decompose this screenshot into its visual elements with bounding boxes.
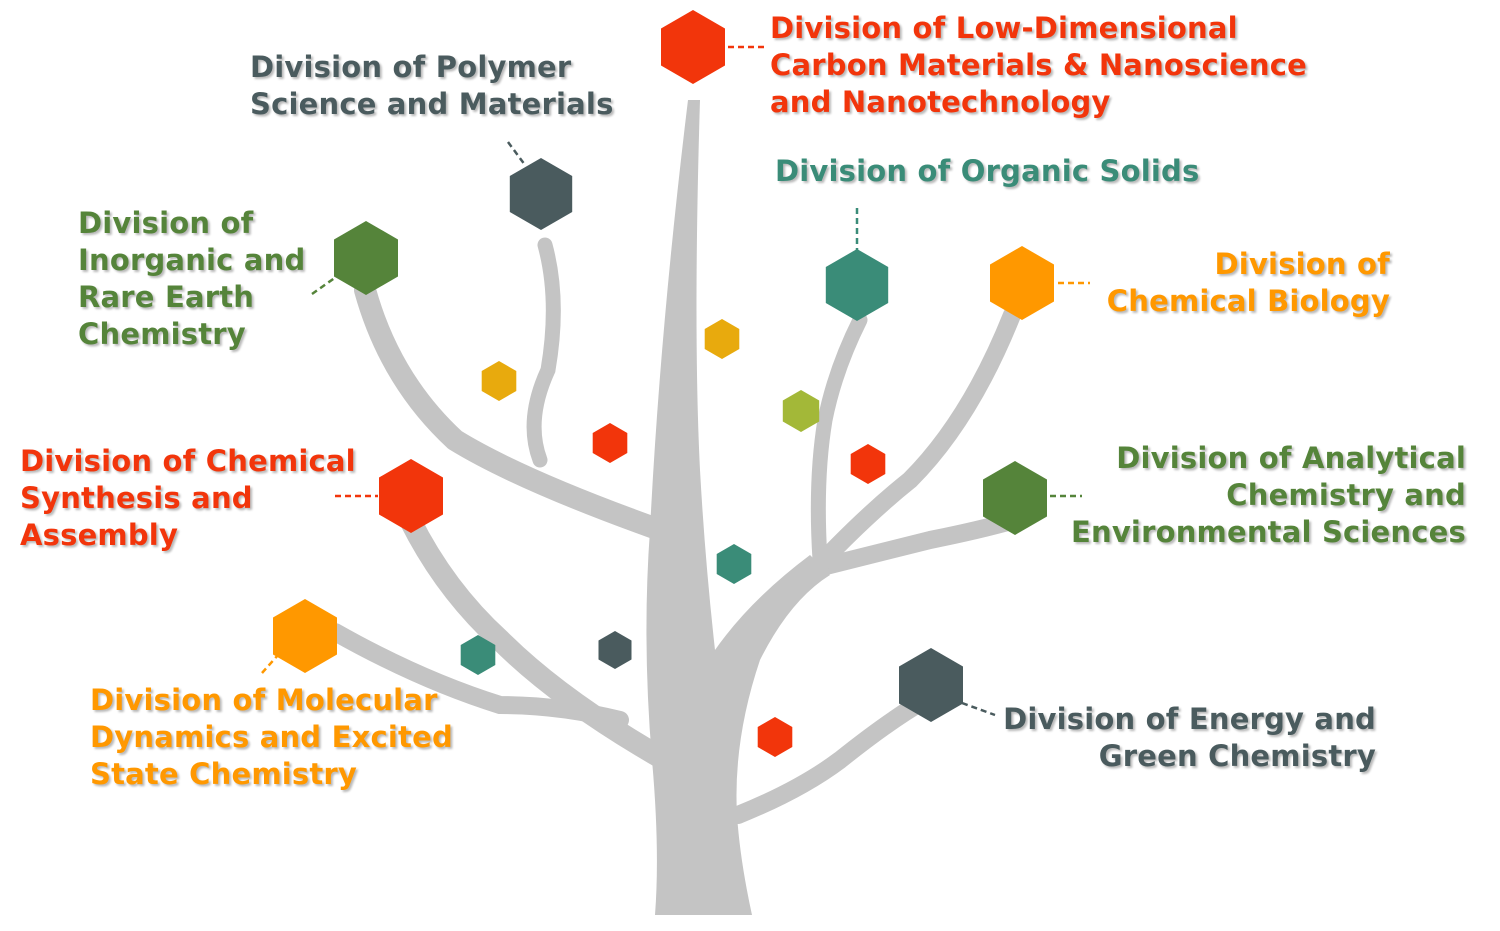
label-line: Division of Analytical (1116, 441, 1466, 475)
leader-polymer (506, 141, 527, 166)
label-line: Division of Chemical (20, 444, 356, 478)
hex-small-yellow-1 (704, 319, 740, 359)
label-chemical-synthesis: Division of Chemical Synthesis and Assem… (20, 443, 356, 554)
hex-small-red-3 (757, 717, 793, 757)
branch-molecular (326, 623, 629, 729)
label-analytical-chemistry: Division of Analytical Chemistry and Env… (1071, 440, 1466, 551)
hex-synthesis (379, 459, 443, 533)
leader-molecular (261, 654, 279, 674)
label-line: Division of Molecular (90, 683, 438, 717)
label-line: Carbon Materials & Nanoscience (770, 48, 1308, 82)
hexagon-nodes (273, 10, 1054, 757)
label-polymer-science: Division of Polymer Science and Material… (250, 49, 614, 123)
tree-trunk (646, 100, 830, 915)
hex-molecular (273, 599, 337, 673)
tree-branches (326, 100, 1024, 915)
label-line: Division of (78, 206, 254, 240)
leader-energy (961, 701, 996, 717)
hex-inorganic (334, 221, 398, 295)
branch-organic (810, 312, 868, 568)
branch-energy (729, 691, 934, 824)
hex-small-red-1 (592, 423, 628, 463)
label-line: Division of Energy and (1003, 702, 1376, 736)
label-line: Dynamics and Excited (90, 720, 453, 754)
hex-small-teal-1 (716, 544, 752, 584)
hex-analytical (983, 461, 1047, 535)
label-inorganic-rare-earth: Division of Inorganic and Rare Earth Che… (78, 205, 305, 353)
label-energy-green-chemistry: Division of Energy and Green Chemistry (1003, 701, 1376, 775)
label-line: Chemical Biology (1106, 284, 1390, 318)
label-line: Science and Materials (250, 87, 614, 121)
hex-energy (899, 648, 963, 722)
label-line: State Chemistry (90, 757, 358, 791)
leader-inorganic (311, 275, 337, 296)
hex-small-red-2 (850, 444, 886, 484)
branch-analytical (801, 511, 1024, 579)
label-line: Green Chemistry (1098, 739, 1376, 773)
label-molecular-dynamics: Division of Molecular Dynamics and Excit… (90, 682, 453, 793)
hex-chemical-biology (990, 246, 1054, 320)
label-line: Division of Low-Dimensional (770, 11, 1238, 45)
hex-organic (825, 249, 889, 321)
hex-low-dimensional (661, 10, 725, 84)
leader-lines (261, 45, 1090, 717)
label-line: Division of Organic Solids (775, 154, 1200, 188)
label-organic-solids: Division of Organic Solids (775, 153, 1199, 190)
label-line: Chemistry and (1226, 478, 1466, 512)
hex-small-teal-2 (460, 635, 496, 675)
label-line: Inorganic and (78, 243, 306, 277)
label-line: Assembly (20, 518, 179, 552)
hex-small-slate (598, 631, 632, 669)
label-line: Synthesis and (20, 481, 253, 515)
branch-polymer (526, 237, 561, 468)
hex-small-lime (782, 390, 820, 432)
hex-small-yellow-2 (481, 361, 517, 401)
label-low-dimensional-carbon: Division of Low-Dimensional Carbon Mater… (770, 10, 1307, 121)
hex-polymer (509, 158, 573, 230)
label-chemical-biology: Division of Chemical Biology (1107, 246, 1390, 320)
label-line: Division of (1214, 247, 1390, 281)
label-line: Rare Earth (78, 280, 255, 314)
branch-inorganic (354, 279, 671, 541)
label-line: Environmental Sciences (1070, 515, 1466, 549)
label-line: Division of Polymer (250, 50, 572, 84)
branch-bio-lower (796, 306, 1021, 589)
label-line: and Nanotechnology (770, 85, 1111, 119)
label-line: Chemistry (78, 317, 246, 351)
